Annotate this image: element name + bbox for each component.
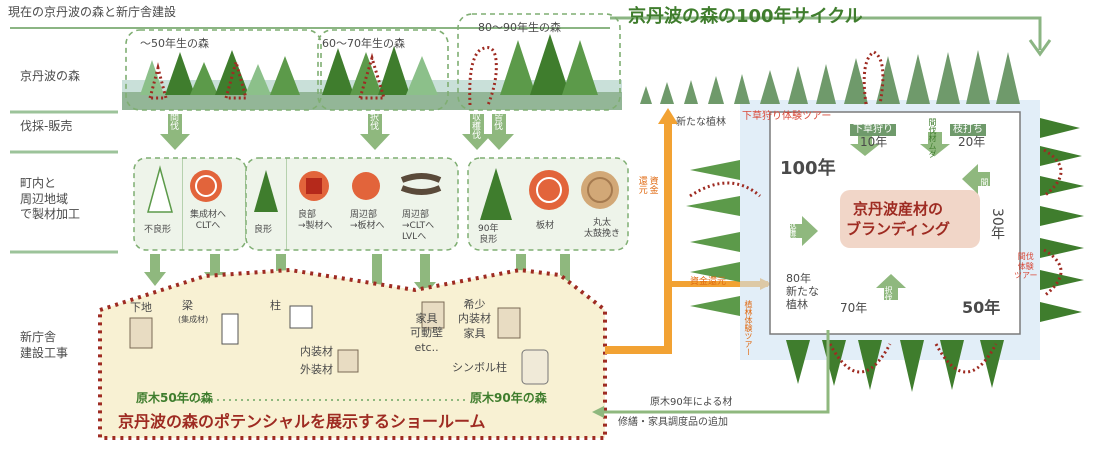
proc-good-shape: 良形 <box>254 225 273 235</box>
cyc-takubatsu: 択伐 <box>884 286 893 302</box>
harvest-arrows <box>160 114 514 150</box>
group-80-label: 80～90年生の森 <box>478 21 561 34</box>
bld-showroom: 京丹波の森のポテンシャルを展示するショールーム <box>118 412 486 431</box>
bld-kagu: 家具 可動壁 etc.. <box>410 312 443 354</box>
cyc-shukaku: 収穫伐 <box>788 220 797 244</box>
proc-board: 板材 <box>536 221 555 231</box>
bld-shitaji: 下地 <box>130 301 152 314</box>
proc-around: 周辺部 →板材へ <box>350 210 385 231</box>
cyc-repair: 修繕・家具調度品の追加 <box>618 417 728 428</box>
cyc-y20: 20年 <box>958 135 986 149</box>
cyc-new-planting: 新たな植林 <box>676 117 726 128</box>
cyc-y50: 50年 <box>962 298 1001 317</box>
proc-around-clt: 周辺部 →CLTへ LVLへ <box>402 210 435 242</box>
bld-hashira: 柱 <box>270 299 281 312</box>
row-label-build: 新庁舎 建設工事 <box>20 330 69 360</box>
cyc-shokurin-tour: 植林体験ツアー <box>744 300 753 356</box>
bld-hari: 梁 <box>182 299 193 312</box>
left-title: 現在の京丹波の森と新庁舎建設 <box>8 5 177 19</box>
cyc-kanbatsu-r: 間伐 <box>980 178 989 194</box>
row-label-forest: 京丹波の森 <box>20 69 81 83</box>
proc-90-good: 90年 良形 <box>478 224 499 245</box>
bld-gaiso: 外装材 <box>300 363 333 376</box>
harvest-label-3: 収穫伐 <box>470 112 480 139</box>
branding-pill <box>840 190 980 248</box>
right-title: 京丹波の森の100年サイクル <box>628 6 863 27</box>
proc-log: 丸太 太鼓挽き <box>584 218 621 239</box>
forest-trees-80 <box>468 34 598 106</box>
bld-naiso: 内装材 <box>300 345 333 358</box>
proc-core-good: 良部 →製材へ <box>298 210 333 231</box>
cyc-y80: 80年 新たな 植林 <box>786 272 819 312</box>
cyc-genboku90: 原木90年による材 <box>650 397 733 408</box>
row-label-harvest: 伐採-販売 <box>20 119 73 133</box>
cyc-y30: 30年 <box>989 208 1005 240</box>
bld-forest50: 原木50年の森 <box>136 391 213 405</box>
group-60-label: 60～70年生の森 <box>322 37 405 50</box>
cyc-y10: 10年 <box>860 135 888 149</box>
forest-trees-50 <box>140 50 300 100</box>
cyc-edauchi: 枝打ち <box>950 124 986 136</box>
cyc-shitakusa-tour: 下草狩り体験ツアー <box>742 111 832 122</box>
bld-hari-sub: (集成材) <box>178 315 209 324</box>
cyc-branding: 京丹波産材の ブランディング <box>846 200 950 238</box>
cyc-shikin2: 資金還元 <box>690 277 727 287</box>
bld-symbol: シンボル柱 <box>452 361 507 374</box>
bld-forest90: 原木90年の森 <box>470 391 547 405</box>
cyc-kanbatsu-v: 間伐材ムダ <box>928 118 937 158</box>
group-50-outline <box>125 29 322 111</box>
group-80-outline <box>457 13 621 111</box>
cyc-shitakusa: 下草狩り <box>850 124 896 136</box>
cyc-kanbatsu-tour: 間伐 体験 ツアー <box>1014 252 1038 281</box>
cyc-y70: 70年 <box>840 301 868 315</box>
row-label-process: 町内と 周辺地域 で製材加工 <box>20 176 81 222</box>
cyc-shikin: 資金 還元 <box>636 176 658 194</box>
forest-trees-60 <box>322 46 438 100</box>
cyc-y100: 100年 <box>780 158 836 179</box>
harvest-label-2: 択伐 <box>368 112 378 130</box>
proc-bad-shape: 不良形 <box>144 225 172 235</box>
harvest-label-4: 皆伐 <box>492 112 502 130</box>
proc-laminated: 集成材へ CLTへ <box>190 210 227 231</box>
bld-kisho: 希少 内装材 家具 <box>458 298 491 340</box>
harvest-label-1: 間伐 <box>168 112 178 130</box>
group-50-label: ～50年生の森 <box>140 37 209 50</box>
